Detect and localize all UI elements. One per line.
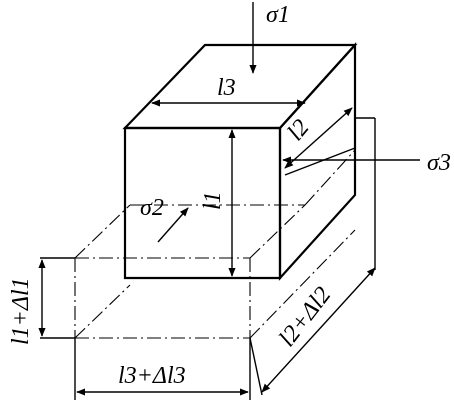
l3-label: l3 <box>217 75 236 101</box>
deformed-bottom-left-edge <box>74 284 131 339</box>
l3-text: l3 <box>217 75 236 101</box>
sigma1-label: σ1 <box>266 2 290 28</box>
deformed-top-left-edge <box>74 204 131 259</box>
l1-plus-dl1-label: l1+Δl1 <box>8 277 34 345</box>
deformed-top-right-edge <box>249 204 306 259</box>
labels: σ1 σ3 σ2 l3 l1 l2 l1+Δl1 l3+Δl3 l2+Δl2 <box>8 2 451 389</box>
sigma2-arrow[interactable] <box>157 207 189 243</box>
sigma3-text: σ3 <box>427 150 451 176</box>
l2-dimension-arrow[interactable] <box>284 107 353 169</box>
l2-plus-dl2-label: l2+Δl2 <box>274 282 336 351</box>
sigma3-label: σ3 <box>427 150 451 176</box>
l1-plus-dl1-text: l1+Δl1 <box>8 277 34 345</box>
l3-plus-dl3-text: l3+Δl3 <box>118 363 186 389</box>
sigma2-label: σ2 <box>140 195 164 221</box>
l2-plus-dl2-dimension-arrow[interactable] <box>261 267 376 393</box>
dimension-arrows <box>38 99 376 396</box>
l1-label: l1 <box>200 191 226 210</box>
l2-plus-dl2-text: l2+Δl2 <box>274 282 336 351</box>
l2dl2-ext-bottom <box>249 337 263 396</box>
stress-arrows <box>157 2 420 243</box>
cube-top-face <box>122 43 358 130</box>
cube-right-face <box>278 42 357 281</box>
l1-text: l1 <box>200 191 226 210</box>
dimension-extensions <box>40 117 376 400</box>
sigma1-text: σ1 <box>266 2 290 28</box>
l3-plus-dl3-label: l3+Δl3 <box>118 363 186 389</box>
sigma2-text: σ2 <box>140 195 164 221</box>
